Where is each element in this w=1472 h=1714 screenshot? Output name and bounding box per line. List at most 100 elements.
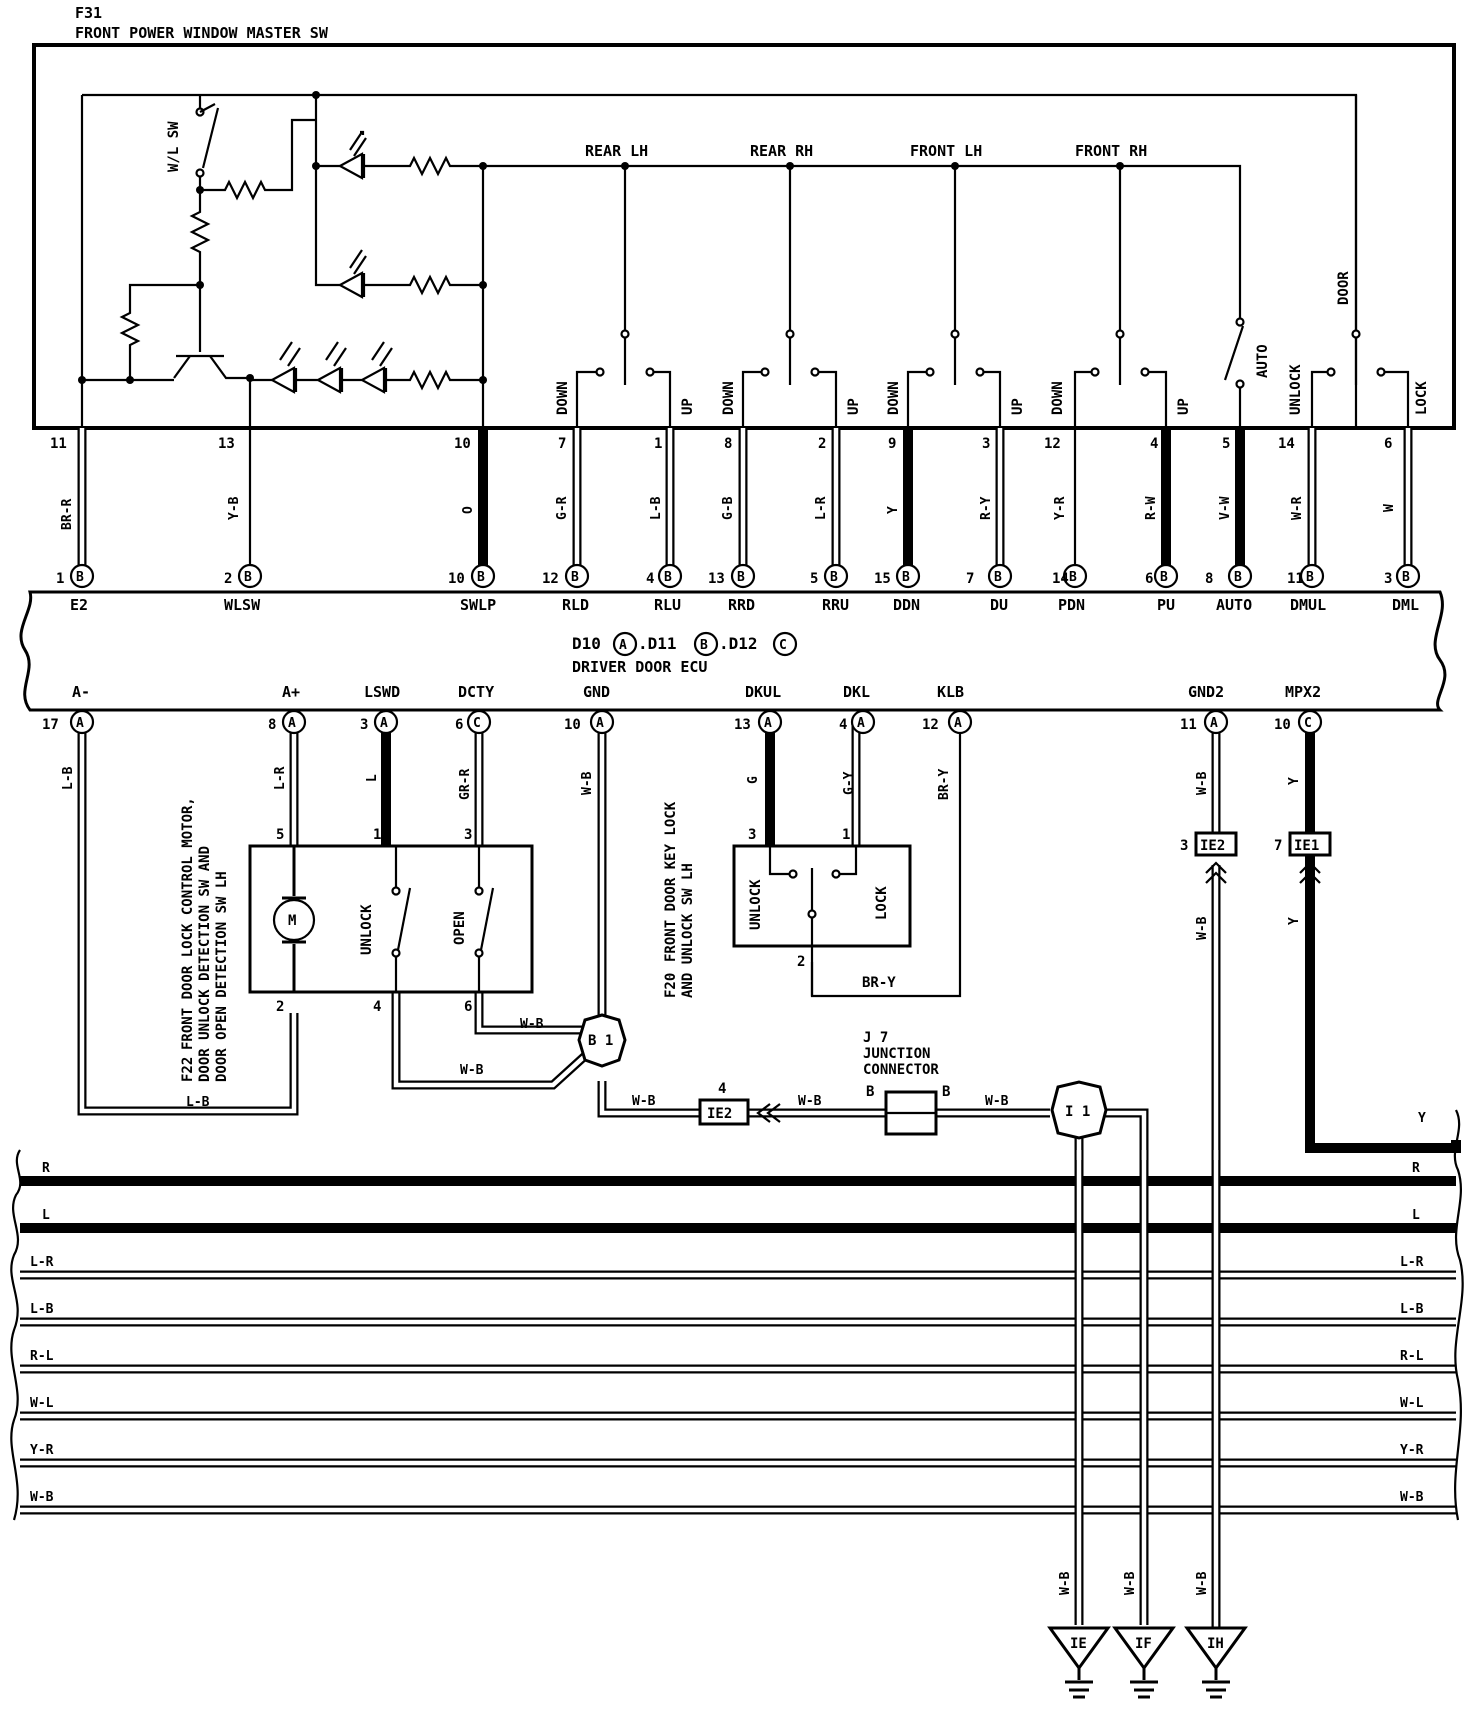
ecu-pin-number: 6 [1145,571,1153,587]
wire-color-label: W-B [520,1017,544,1032]
ecu-pin-number: 6 [455,717,463,733]
svg-text:JUNCTION: JUNCTION [863,1046,930,1062]
ecu-pin-number: 14 [1052,571,1069,587]
ecu-pin-number: 15 [874,571,891,587]
svg-text:3: 3 [748,827,756,843]
svg-text:L-B: L-B [30,1302,54,1317]
svg-text:A: A [76,716,84,731]
wire-color-label: G-R [555,496,570,520]
svg-text:R: R [42,1161,50,1176]
svg-text:1: 1 [373,827,381,843]
ecu-pin-number: 2 [224,571,232,587]
wire-color-label: L [365,774,380,782]
ie2-inline-connector-right [1194,831,1238,857]
f31-pin-number: 5 [1222,436,1230,452]
svg-text:B: B [477,570,485,585]
svg-text:1: 1 [842,827,850,843]
svg-text:IF: IF [1135,1636,1152,1652]
ecu-terminal-auto: AUTO [1216,596,1252,614]
f31-pin-number: 12 [1044,436,1061,452]
auto-switch [1223,317,1245,428]
svg-text:B: B [1402,570,1410,585]
upper-harness-wires: 11 13 10 7 1 8 2 9 3 12 4 5 14 6 BR-R Y-… [50,428,1421,589]
svg-text:A: A [288,716,296,731]
motor-symbol [272,898,316,942]
svg-text:C: C [779,638,787,653]
wire-color-label: L-R [273,766,288,790]
svg-text:B: B [1160,570,1168,585]
svg-text:IE2: IE2 [707,1106,732,1122]
key-lock-switch-box [732,844,912,948]
f22-unlock-label: UNLOCK [359,904,375,955]
wire-color-label: G-B [721,496,736,520]
ecu-pin-number: 8 [268,717,276,733]
wire-color-label: G-Y [842,771,857,795]
svg-text:A: A [764,716,772,731]
svg-text:B: B [1069,570,1077,585]
svg-text:.D11: .D11 [638,634,677,653]
wire-color-label: L-B [649,496,664,520]
f31-pin-number: 7 [558,436,566,452]
f22-open-label: OPEN [452,911,468,945]
wire-color-label: Y-B [227,496,242,520]
ecu-pin-number: 10 [564,717,581,733]
b1-junction [577,1013,627,1068]
ecu-pin-number: 7 [966,571,974,587]
svg-text:W-B: W-B [1123,1571,1138,1595]
svg-text:F22: F22 [180,1057,196,1082]
ecu-terminal-rrd: RRD [728,596,755,614]
ecu-top-connector-pins [69,563,1421,589]
ecu-pin-number: 17 [42,717,59,733]
ecu-terminal-lswd: LSWD [364,683,400,701]
svg-text:IE2: IE2 [1200,838,1225,854]
svg-text:B: B [902,570,910,585]
f31-pin-number: 3 [982,436,990,452]
switch-label-lock: LOCK [1414,381,1430,415]
svg-text:J 7: J 7 [863,1030,888,1046]
ecu-pin-number: 13 [708,571,725,587]
svg-text:D10: D10 [572,634,601,653]
ecu-pin-number: 3 [1384,571,1392,587]
ecu-terminal-gnd: GND [583,683,610,701]
wire-color-label: BR-Y [937,769,952,800]
svg-text:R-L: R-L [30,1349,54,1364]
svg-text:B: B [942,1084,950,1100]
svg-text:.D12: .D12 [719,634,758,653]
svg-text:A: A [857,716,865,731]
wire-color-label: R-Y [979,496,994,520]
svg-text:A: A [954,716,962,731]
svg-text:B: B [76,570,84,585]
ecu-terminal-rld: RLD [562,596,589,614]
wire-color-label: Y-R [1053,496,1068,520]
ecu-terminal-du: DU [990,596,1008,614]
svg-text:A: A [619,638,627,653]
svg-text:FRONT DOOR KEY LOCK: FRONT DOOR KEY LOCK [663,801,679,962]
wire-color-label: Y [1287,917,1302,925]
ecu-pin-number: 1 [56,571,64,587]
svg-text:Y-R: Y-R [1400,1443,1424,1458]
wire-color-label: W-B [798,1094,822,1109]
ecu-pin-number: 4 [839,717,847,733]
ecu-connector-reference: D10 A .D11 B .D12 C [572,631,798,657]
wire-color-label: W-B [460,1063,484,1078]
svg-text:W-B: W-B [1400,1490,1424,1505]
wire-color-label: V-W [1218,496,1233,520]
ecu-terminal-rlu: RLU [654,596,681,614]
ecu-terminal-dcty: DCTY [458,683,494,701]
f31-pin-number: 11 [50,436,67,452]
wire-color-label: L-B [186,1095,210,1110]
window-switch-rear-lh [575,162,672,428]
f20-component-label: F20 FRONT DOOR KEY LOCK AND UNLOCK SW LH [663,801,696,998]
ecu-terminal-mpx2: MPX2 [1285,683,1321,701]
svg-text:DOOR UNLOCK DETECTION SW AND: DOOR UNLOCK DETECTION SW AND [197,846,213,1082]
switch-label-down: DOWN [886,381,902,415]
svg-text:B: B [866,1084,874,1100]
switch-label-down: DOWN [721,381,737,415]
ecu-pin-number: 13 [734,717,751,733]
svg-text:W-L: W-L [30,1396,54,1411]
svg-text:B 1: B 1 [588,1033,613,1049]
ecu-pin-number: 4 [646,571,654,587]
f31-pin-number: 2 [818,436,826,452]
wire-color-label: Y [1287,777,1302,785]
